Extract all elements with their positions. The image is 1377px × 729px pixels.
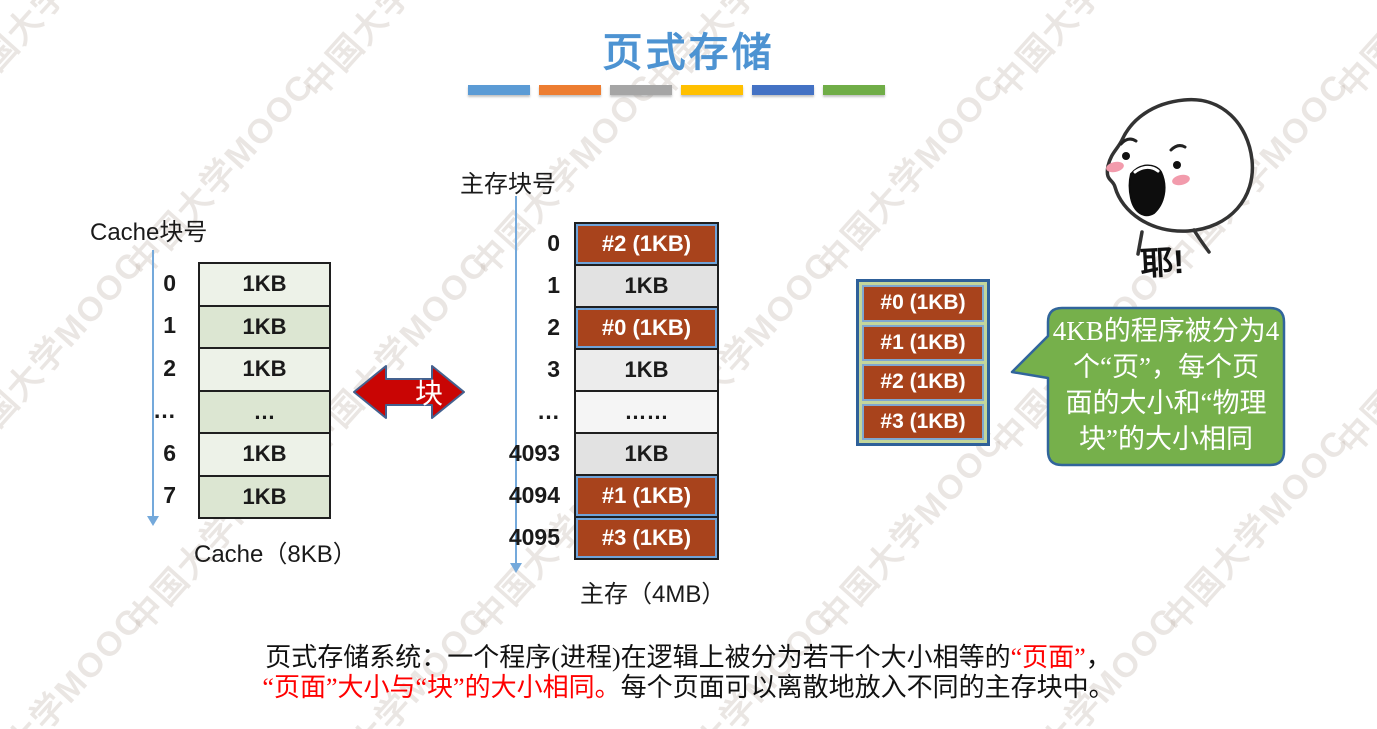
mm-cell: 1KB — [576, 266, 717, 308]
mm-row-number: 2 — [547, 313, 560, 340]
mm-row-number: 1 — [547, 271, 560, 298]
cache-row-number: 6 — [163, 439, 176, 466]
cache-row-number: 0 — [163, 269, 176, 296]
divider-bar — [610, 85, 672, 95]
cache-caption: Cache（8KB） — [194, 541, 357, 568]
mm-cell: …… — [576, 392, 717, 434]
mm-cell-page: #1 (1KB) — [576, 476, 717, 518]
main-memory-header: 主存块号 — [460, 171, 556, 198]
mm-cell-page: #0 (1KB) — [576, 308, 717, 350]
footer-explanation: 页式存储系统：一个程序(进程)在逻辑上被分为若干个大小相等的“页面”， “页面”… — [0, 643, 1377, 703]
program-pages-table: #0 (1KB) #1 (1KB) #2 (1KB) #3 (1KB) — [856, 279, 990, 446]
mm-row-number: 3 — [547, 355, 560, 382]
mm-cell-page: #2 (1KB) — [576, 224, 717, 266]
main-memory-down-arrow-icon — [510, 196, 522, 573]
page-title: 页式存储 — [602, 31, 775, 75]
cache-row-number: 7 — [163, 482, 176, 509]
footer-line-2: “页面”大小与“块”的大小相同。每个页面可以离散地放入不同的主存块中。 — [0, 673, 1377, 703]
page-cell: #3 (1KB) — [862, 403, 984, 440]
cache-table: 1KB 1KB 1KB … 1KB 1KB — [198, 262, 331, 519]
cache-row-number: … — [153, 397, 176, 424]
footer-text-emphasis: “页面”大小与“块”的大小相同。 — [262, 673, 621, 702]
cache-cell: 1KB — [200, 306, 329, 349]
mascot-cheer-text: 耶! — [1139, 242, 1186, 283]
cache-cell: 1KB — [200, 349, 329, 392]
page-cell: #2 (1KB) — [862, 364, 984, 401]
cache-cell: … — [200, 391, 329, 434]
cache-cell: 1KB — [200, 476, 329, 517]
cache-down-arrow-icon — [147, 250, 159, 526]
main-memory-table: #2 (1KB) 1KB #0 (1KB) 1KB …… 1KB #1 (1KB… — [574, 222, 719, 560]
mm-cell-page: #3 (1KB) — [576, 518, 717, 558]
cache-cell: 1KB — [200, 264, 329, 307]
mm-row-number: 4093 — [508, 439, 560, 466]
cache-cell: 1KB — [200, 434, 329, 477]
cache-row-number: 2 — [163, 354, 176, 381]
mascot-face-icon — [1105, 97, 1255, 256]
divider-bar — [752, 85, 814, 95]
page-cell: #1 (1KB) — [862, 324, 984, 361]
speech-bubble-text: 4KB的程序被分为4 个“页”，每个页 面的大小和“物理 块”的大小相同 — [1052, 316, 1280, 454]
speech-bubble-icon — [1010, 306, 1286, 467]
mm-cell: 1KB — [576, 434, 717, 476]
mm-cell: 1KB — [576, 350, 717, 392]
page-cell: #0 (1KB) — [862, 285, 984, 322]
cache-row-number: 1 — [163, 312, 176, 339]
main-memory-row-numbers: 0 1 2 3 … 4093 4094 4095 — [496, 222, 568, 558]
footer-text: ， — [1085, 643, 1112, 672]
cache-header: Cache块号 — [90, 219, 208, 246]
divider-bar — [823, 85, 885, 95]
block-double-arrow-icon — [353, 365, 465, 419]
block-arrow-label: 块 — [414, 379, 443, 410]
footer-text: 每个页面可以离散地放入不同的主存块中。 — [620, 673, 1115, 702]
footer-text: 页式存储系统：一个程序(进程)在逻辑上被分为若干个大小相等的 — [265, 643, 1011, 672]
mm-row-number: 4095 — [508, 523, 560, 550]
footer-text-emphasis: “页面” — [1010, 643, 1086, 672]
divider-bar — [681, 85, 743, 95]
cache-row-numbers: 0 1 2 … 6 7 — [128, 262, 184, 517]
footer-line-1: 页式存储系统：一个程序(进程)在逻辑上被分为若干个大小相等的“页面”， — [0, 643, 1377, 673]
mm-row-number: … — [537, 397, 560, 424]
divider-bar — [468, 85, 530, 95]
main-memory-caption: 主存（4MB） — [580, 581, 726, 608]
mm-row-number: 4094 — [508, 481, 560, 508]
title-divider — [468, 85, 885, 95]
divider-bar — [539, 85, 601, 95]
mm-row-number: 0 — [547, 229, 560, 256]
